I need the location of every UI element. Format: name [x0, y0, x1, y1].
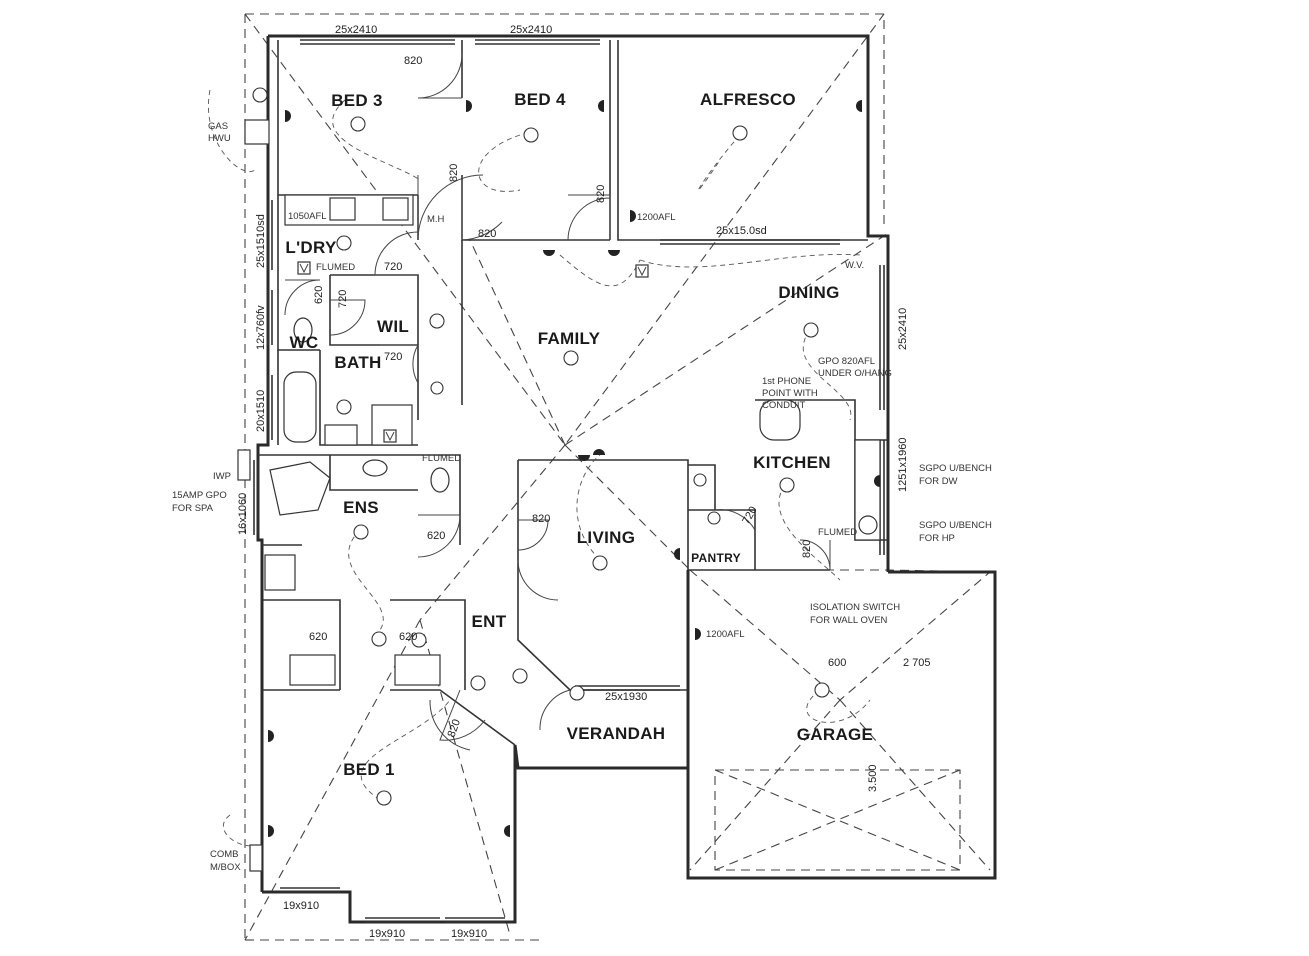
note-water-valve: W.V.: [845, 260, 864, 271]
dim-kitchen-right-window: 1251x1960: [897, 438, 909, 492]
note-sgpo-hp-line2: FOR HP: [919, 533, 955, 544]
dim-door-ens-c: 620: [399, 631, 417, 643]
room-label-kitchen: KITCHEN: [753, 453, 831, 472]
dim-garage-width-b: 2 705: [903, 657, 931, 669]
note-isolation-line2: FOR WALL OVEN: [810, 615, 888, 626]
dim-door-ens: 620: [427, 530, 445, 542]
meter-box: [249, 844, 263, 872]
ens-toilet: [430, 467, 450, 493]
note-isolation-line1: ISOLATION SWITCH: [810, 602, 900, 613]
room-label-family: FAMILY: [538, 329, 601, 348]
note-meter-line1: COMB: [210, 849, 239, 860]
dim-door-wc: 620: [313, 286, 325, 304]
bathtub: [283, 371, 317, 443]
robe-b: [394, 654, 441, 686]
exhaust-fans: [297, 261, 649, 443]
room-label-bath: BATH: [334, 353, 381, 372]
dim-door-pantry: 720: [740, 505, 760, 527]
robe-a: [289, 654, 336, 686]
room-label-ldry: L'DRY: [285, 238, 337, 257]
dim-door-bed4: 820: [595, 185, 607, 203]
dim-door-kitchen: 820: [801, 540, 813, 558]
note-sgpo-dw-line2: FOR DW: [919, 476, 958, 487]
dim-door-wil-b: 720: [337, 290, 349, 308]
note-spa-line2: 15AMP GPO: [172, 490, 227, 501]
dim-bath-window: 20x1510: [255, 390, 267, 432]
dim-verandah-window: 25x1930: [605, 691, 647, 703]
room-label-verandah: VERANDAH: [567, 724, 666, 743]
room-label-ent: ENT: [472, 612, 507, 631]
room-label-ens: ENS: [343, 498, 379, 517]
spa-gpo-box: [237, 449, 251, 481]
room-label-dining: DINING: [778, 283, 839, 302]
room-label-wc: WC: [290, 333, 319, 352]
note-spa-line3: FOR SPA: [172, 503, 214, 514]
power-points: [268, 100, 880, 837]
dim-garage-width-a: 600: [828, 657, 846, 669]
door-swings: [284, 53, 831, 751]
dim-top-mid-window: 25x2410: [510, 24, 552, 36]
room-label-bed1: BED 1: [343, 760, 395, 779]
spa-bath: [269, 461, 331, 516]
note-gpo-820-line1: GPO 820AFL: [818, 356, 875, 367]
dim-top-left-window: 25x2410: [335, 24, 377, 36]
dim-door-hall-b: 820: [478, 228, 496, 240]
room-label-bed3: BED 3: [331, 91, 383, 110]
note-meter-line2: M/BOX: [210, 862, 241, 873]
light-points: [252, 87, 830, 806]
cooktop: [858, 515, 878, 535]
toilet: [293, 317, 313, 343]
note-manhole: M.H: [427, 214, 445, 225]
room-label-alfresco: ALFRESCO: [700, 90, 796, 109]
note-flumed-kitchen: FLUMED: [818, 527, 857, 538]
note-gpo-820-line2: UNDER O/HANG: [818, 368, 892, 379]
kitchen-island-end: [759, 399, 801, 441]
bath-vanity: [324, 424, 358, 446]
room-label-pantry: PANTRY: [691, 551, 741, 565]
hwu-unit: [244, 119, 270, 145]
dim-door-wil-a: 720: [384, 261, 402, 273]
room-label-living: LIVING: [577, 528, 635, 547]
room-labels: BED 3 BED 4 ALFRESCO L'DRY FAMILY DINING…: [285, 90, 873, 779]
dim-alfresco-window: 25x15.0sd: [716, 225, 767, 237]
note-gpo-alfresco: 1200AFL: [637, 212, 676, 223]
dim-door-bed1: 820: [446, 718, 464, 739]
note-spa-line1: IWP: [213, 471, 231, 482]
note-hwu-line1: GAS: [208, 121, 228, 132]
note-flumed-bath: FLUMED: [422, 453, 461, 464]
dim-garage-depth: 3.500: [867, 764, 879, 792]
dim-ens-window: 16x1060: [237, 493, 249, 535]
note-gpo-garage: 1200AFL: [706, 629, 745, 640]
wiring: [208, 89, 871, 847]
dimension-labels: 25x2410 25x2410 25x15.0sd 25x2410 1251x1…: [237, 24, 931, 940]
note-phone-line2: POINT WITH: [762, 388, 818, 399]
dim-door-bath: 720: [384, 351, 402, 363]
dim-door-ens-b: 620: [309, 631, 327, 643]
note-phone-line1: 1st PHONE: [762, 376, 811, 387]
dim-door-living: 820: [532, 513, 550, 525]
note-hwu-line2: HWU: [208, 133, 231, 144]
note-flumed-ldry: FLUMED: [316, 262, 355, 273]
note-afl-1050: 1050AFL: [288, 211, 327, 222]
fixtures: [237, 119, 881, 872]
ens-shower: [264, 554, 296, 591]
dim-bottom-mid-window: 19x910: [369, 928, 405, 940]
room-label-wil: WIL: [377, 317, 409, 336]
windows: [253, 39, 885, 923]
annotations: M.H FLUMED FLUMED FLUMED 1200AFL 1200AFL…: [172, 121, 992, 873]
dim-wc-window: 12x760fv: [255, 305, 267, 350]
note-sgpo-hp-line1: SGPO U/BENCH: [919, 520, 992, 531]
dim-bottom-left-window: 19x910: [283, 900, 319, 912]
dim-ldry-window: 25x1510sd: [255, 214, 267, 268]
note-sgpo-dw-line1: SGPO U/BENCH: [919, 463, 992, 474]
dim-door-hall-a: 820: [448, 164, 460, 182]
dim-door-bed3: 820: [404, 55, 422, 67]
ens-basin: [362, 459, 388, 477]
room-label-garage: GARAGE: [797, 725, 873, 744]
dim-bottom-right-window: 19x910: [451, 928, 487, 940]
note-phone-line3: CONDUIT: [762, 400, 805, 411]
room-label-bed4: BED 4: [514, 90, 566, 109]
dim-dining-right-window: 25x2410: [897, 308, 909, 350]
